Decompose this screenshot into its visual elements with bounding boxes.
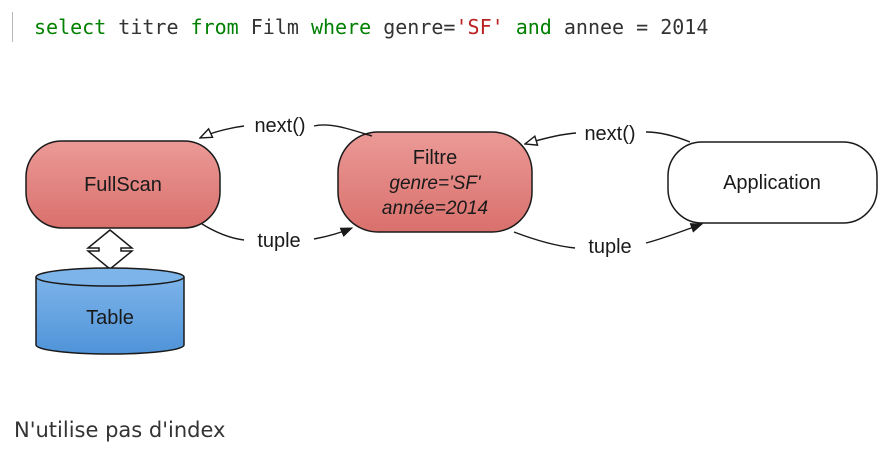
caption-no-index: N'utilise pas d'index <box>14 418 226 442</box>
edge-next-to-filtre <box>525 132 691 144</box>
keyword-from: from <box>190 15 239 39</box>
node-filtre-condition-annee: année=2014 <box>382 198 488 219</box>
keyword-and: and <box>515 15 552 39</box>
node-fullscan-label: FullScan <box>84 174 162 196</box>
edge-next-label-1: next() <box>254 115 305 137</box>
node-application: Application <box>667 141 878 224</box>
node-filtre: Filtre genre='SF' année=2014 <box>337 131 533 233</box>
edge-tuple-to-application <box>513 224 702 249</box>
node-fullscan: FullScan <box>25 140 221 229</box>
edge-next-label-2: next() <box>584 123 635 145</box>
query-text-1: titre <box>106 15 191 39</box>
edge-next-to-fullscan <box>200 125 373 138</box>
double-arrow-icon <box>85 229 135 270</box>
query-text-4 <box>504 15 516 39</box>
node-filtre-condition-genre: genre='SF' <box>389 173 482 194</box>
edge-tuple-label-2: tuple <box>588 236 631 258</box>
keyword-select: select <box>34 15 107 39</box>
node-table-label: Table <box>86 307 134 329</box>
edge-tuple-label-1: tuple <box>257 230 300 252</box>
keyword-where: where <box>310 15 372 39</box>
query-text-3: genre= <box>371 15 456 39</box>
node-filtre-title: Filtre <box>413 147 457 169</box>
query-string-sf: 'SF' <box>455 15 504 39</box>
pipeline-diagram: FullScan Table Filtre genre='SF' année=2… <box>25 115 878 355</box>
node-table: Table <box>35 267 185 355</box>
edge-tuple-to-filtre <box>201 224 352 240</box>
sql-query: select titre from Film where genre='SF' … <box>12 12 708 42</box>
query-text-5: annee = 2014 <box>551 15 709 39</box>
node-application-label: Application <box>723 172 821 194</box>
query-text-2: Film <box>238 15 311 39</box>
